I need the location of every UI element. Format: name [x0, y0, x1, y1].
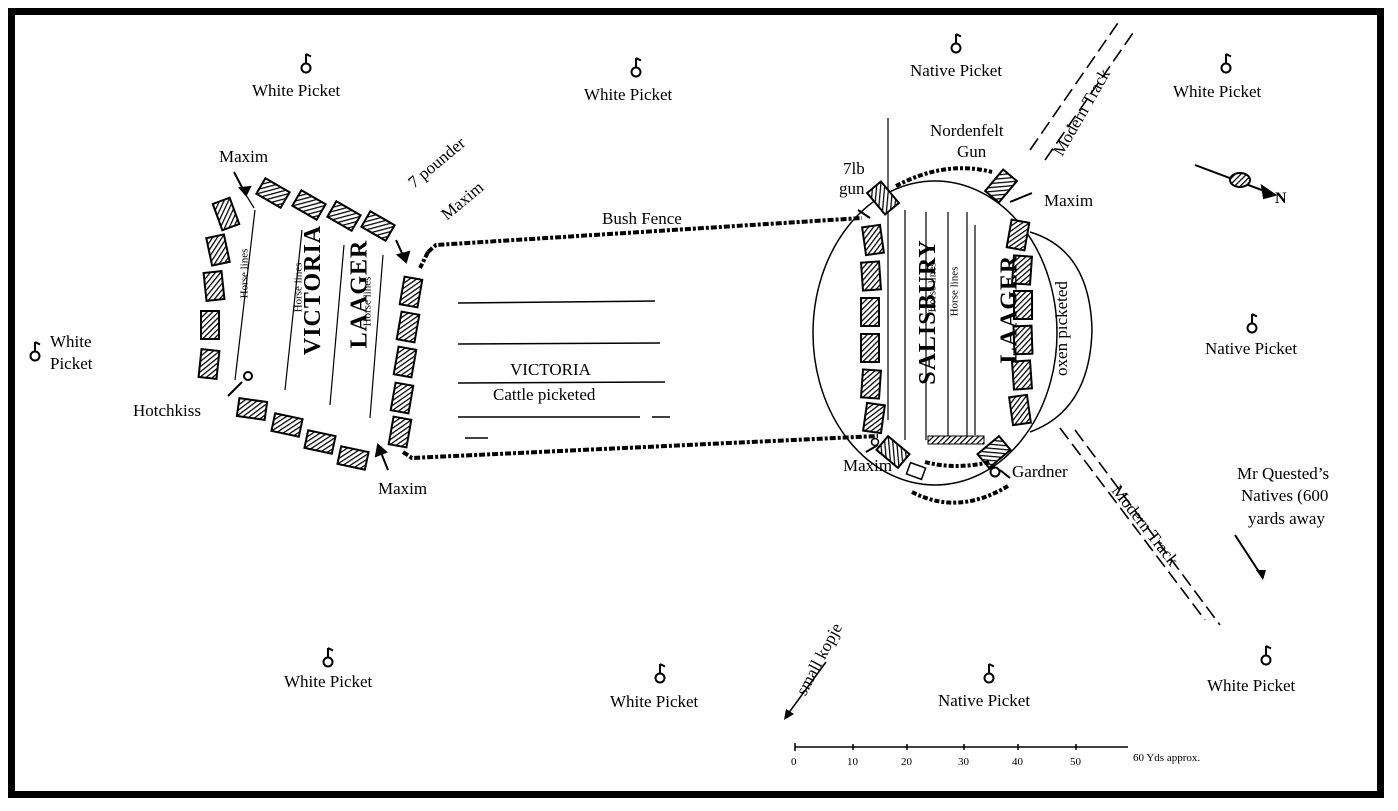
nordenfelt-line2: Gun — [957, 142, 987, 161]
picket-icon — [983, 662, 997, 684]
nordenfelt-line1: Nordenfelt — [930, 121, 1004, 140]
picket-icon — [1246, 312, 1260, 334]
bush-fence-label: Bush Fence — [602, 209, 682, 228]
hotchkiss-gun-marker — [243, 371, 253, 381]
victoria-horse-lines — [234, 194, 384, 419]
salisbury-horse-lines-label: Horse lines — [926, 262, 939, 313]
map-frame — [8, 8, 1384, 798]
maxim-label-victoria-bottom: Maxim — [378, 479, 428, 498]
salisbury-horse-lines — [904, 210, 976, 440]
quested-line1: Mr Quested’s — [1237, 464, 1330, 483]
bush-fence — [401, 216, 879, 461]
picket-label: Native Picket — [910, 61, 1003, 80]
salisbury-horse-lines-label: Horse lines — [948, 266, 961, 317]
salisbury-laager-wagons — [859, 168, 1034, 470]
scale-bar — [794, 743, 1128, 751]
picket-icon — [654, 662, 668, 684]
picket-label: White Picket — [1207, 676, 1296, 695]
picket-label: White Picket — [610, 692, 699, 711]
scale-tick-label: 40 — [1012, 756, 1023, 768]
scale-tick-label: 20 — [901, 756, 912, 768]
victoria-laager-title: VICTORIA — [300, 224, 327, 356]
cattle-title: VICTORIA — [510, 360, 591, 379]
scale-tick-label: 0 — [791, 756, 797, 768]
picket-label: Native Picket — [938, 691, 1031, 710]
gardner-gun-marker — [989, 466, 1001, 478]
salisbury-outer-ring — [812, 180, 1058, 486]
picket-icon — [630, 56, 644, 78]
picket-icon — [300, 52, 314, 74]
maxim-label-salisbury-bottom: Maxim — [843, 456, 893, 475]
scale-tick-label: 50 — [1070, 756, 1081, 768]
picket-label: White Picket — [1173, 82, 1262, 101]
kopje-arrow — [784, 661, 827, 719]
picket-icon — [322, 646, 336, 668]
victoria-laager-wagons — [197, 176, 424, 471]
scale-tick-label: 30 — [958, 756, 969, 768]
north-label: N — [1275, 190, 1287, 207]
salisbury-gun-markers — [857, 192, 1033, 479]
victoria-horse-lines-label: Horse lines — [361, 276, 374, 327]
north-arrow: N — [1194, 164, 1287, 207]
salisbury-fence-arcs — [895, 166, 1010, 505]
seven-lb-gun-line2: gun — [839, 179, 865, 198]
victoria-gun-markers — [227, 171, 411, 471]
maxim-label-salisbury-right: Maxim — [1044, 191, 1094, 210]
salisbury-laager-title2: LAAGER — [996, 254, 1023, 364]
quested-line2: Natives (600 — [1241, 486, 1329, 505]
quested-line3: yards away — [1248, 509, 1325, 528]
picket-label: White Picket — [252, 81, 341, 100]
oxen-picketed-label: oxen picketed — [1051, 281, 1071, 376]
left-picket-line2: Picket — [50, 354, 93, 373]
picket-label: Native Picket — [1205, 339, 1298, 358]
gardner-label: Gardner — [1012, 462, 1068, 481]
cattle-subtitle: Cattle picketed — [493, 385, 596, 404]
left-picket-line1: White — [50, 332, 92, 351]
oxen-area — [1029, 231, 1093, 433]
hotchkiss-label: Hotchkiss — [133, 401, 201, 420]
picket-icon — [950, 32, 964, 54]
picket-label: White Picket — [584, 85, 673, 104]
picket-icon — [29, 340, 43, 362]
modern-track-south — [1059, 427, 1221, 626]
cattle-lines — [457, 300, 670, 439]
maxim-label-victoria-top: Maxim — [219, 147, 269, 166]
scale-unit-label: 60 Yds approx. — [1133, 752, 1201, 764]
seven-lb-gun-line1: 7lb — [843, 159, 865, 178]
victoria-horse-lines-label: Horse lines — [238, 248, 251, 299]
scale-tick-label: 10 — [847, 756, 858, 768]
picket-icon — [1220, 52, 1234, 74]
victoria-horse-lines-label: Horse lines — [292, 262, 305, 313]
picket-label: White Picket — [284, 672, 373, 691]
picket-icon — [1260, 644, 1274, 666]
modern-track-north — [1029, 19, 1136, 161]
